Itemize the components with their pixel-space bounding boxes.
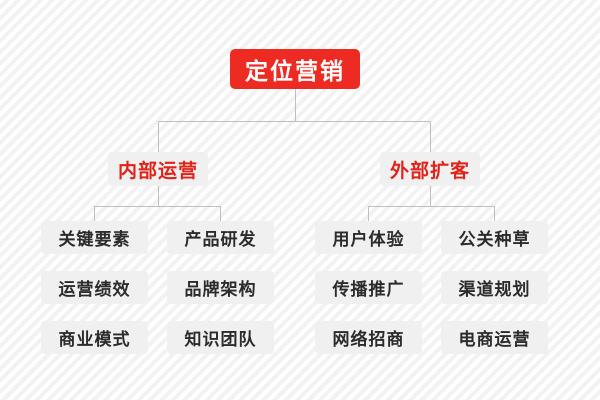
leaf-node[interactable]: 渠道规划	[441, 271, 548, 304]
connector-external-col1	[368, 206, 369, 221]
connector-external-col2	[494, 206, 495, 221]
root-node[interactable]: 定位营销	[230, 49, 360, 89]
branch-node-internal-operations[interactable]: 内部运营	[108, 152, 208, 186]
leaf-node[interactable]: 商业模式	[41, 321, 148, 354]
connector-internal-col2	[220, 206, 221, 221]
connector-external-stem	[430, 186, 431, 206]
leaf-node[interactable]: 用户体验	[315, 221, 422, 254]
connector-root-stem	[295, 89, 296, 121]
connector-external-bar	[368, 206, 495, 207]
connector-internal-col1	[94, 206, 95, 221]
connector-root-to-internal	[158, 121, 159, 152]
leaf-node[interactable]: 关键要素	[41, 221, 148, 254]
leaf-node[interactable]: 产品研发	[167, 221, 274, 254]
connector-root-to-external	[430, 121, 431, 152]
leaf-node[interactable]: 知识团队	[167, 321, 274, 354]
leaf-node[interactable]: 传播推广	[315, 271, 422, 304]
leaf-node[interactable]: 网络招商	[315, 321, 422, 354]
leaf-node[interactable]: 公关种草	[441, 221, 548, 254]
leaf-node[interactable]: 电商运营	[441, 321, 548, 354]
branch-node-external-acquisition[interactable]: 外部扩客	[380, 152, 480, 186]
leaf-node[interactable]: 运营绩效	[41, 271, 148, 304]
connector-internal-stem	[158, 186, 159, 206]
leaf-node[interactable]: 品牌架构	[167, 271, 274, 304]
connector-root-bar	[158, 121, 431, 122]
connector-internal-bar	[94, 206, 221, 207]
